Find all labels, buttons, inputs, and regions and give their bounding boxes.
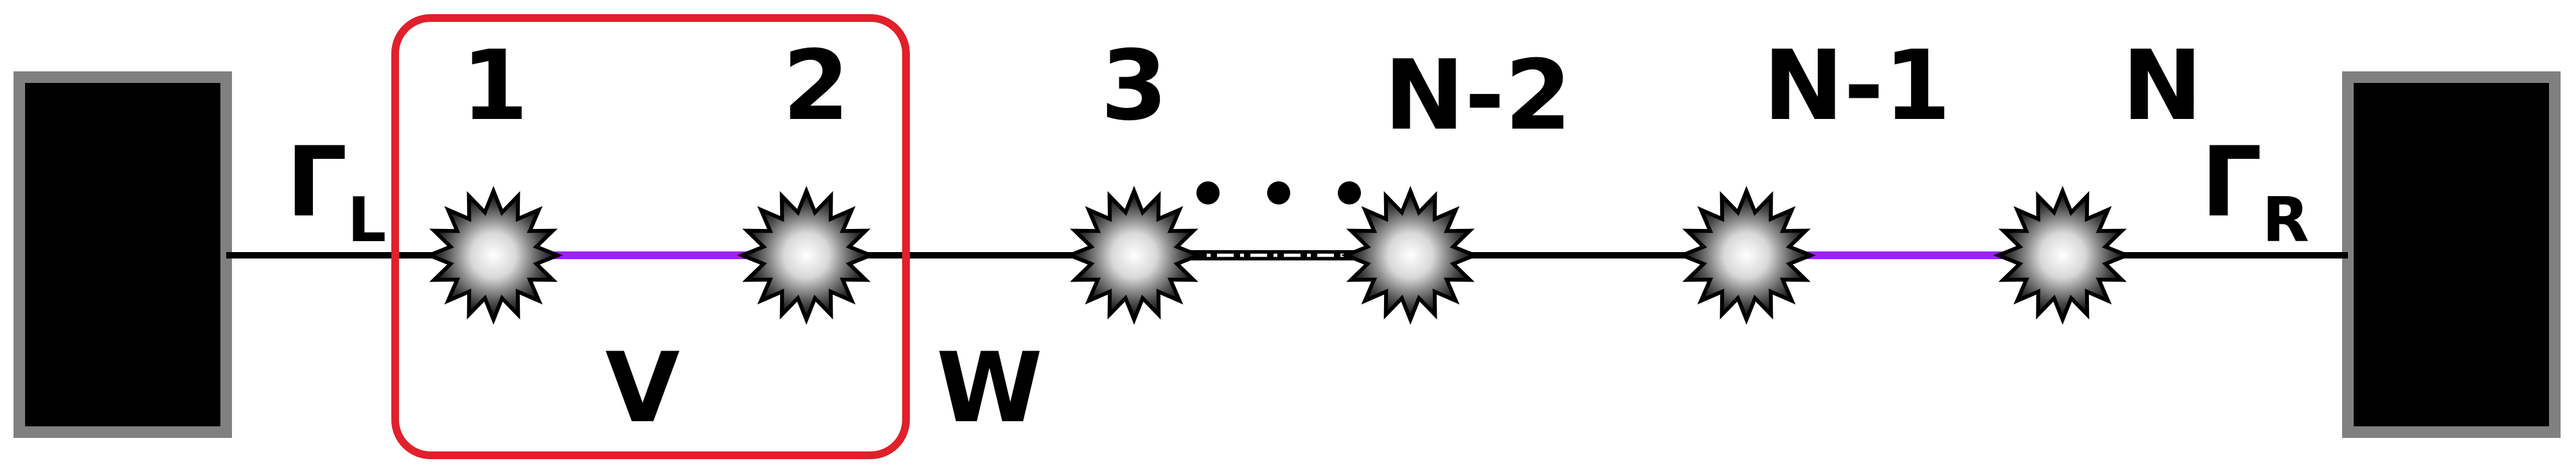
site-2-node — [736, 185, 876, 325]
label-site-n: N — [2122, 30, 2203, 142]
dashed-segment-bg — [1150, 250, 1407, 260]
label-site-3: 3 — [1101, 30, 1168, 142]
site-1-node — [423, 185, 564, 325]
label-gamma-right: ΓR — [2201, 127, 2309, 256]
ellipsis-dot-2 — [1267, 181, 1290, 204]
label-site-n-minus-1: N-1 — [1763, 30, 1951, 142]
site-n-minus-2-node — [1340, 185, 1480, 325]
unit-cell-box — [391, 14, 910, 459]
site-n-minus-1-node — [1676, 185, 1817, 325]
gamma-right-symbol: Γ — [2201, 127, 2262, 239]
label-site-n-minus-2: N-2 — [1384, 40, 1572, 152]
gamma-left-symbol: Γ — [286, 127, 348, 239]
ellipsis-dot-3 — [1338, 181, 1361, 204]
label-site-1: 1 — [461, 30, 528, 142]
label-site-2: 2 — [783, 30, 849, 142]
label-coupling-w: W — [936, 332, 1042, 444]
left-lead — [13, 71, 232, 438]
label-coupling-v: V — [605, 332, 680, 444]
label-gamma-left: ΓL — [286, 127, 386, 256]
gamma-right-subscript: R — [2262, 185, 2309, 256]
right-lead — [2342, 71, 2561, 438]
ellipsis-dot-1 — [1196, 181, 1220, 204]
gamma-left-subscript: L — [348, 185, 387, 256]
site-3-node — [1064, 185, 1204, 325]
site-n-node — [1993, 185, 2133, 325]
